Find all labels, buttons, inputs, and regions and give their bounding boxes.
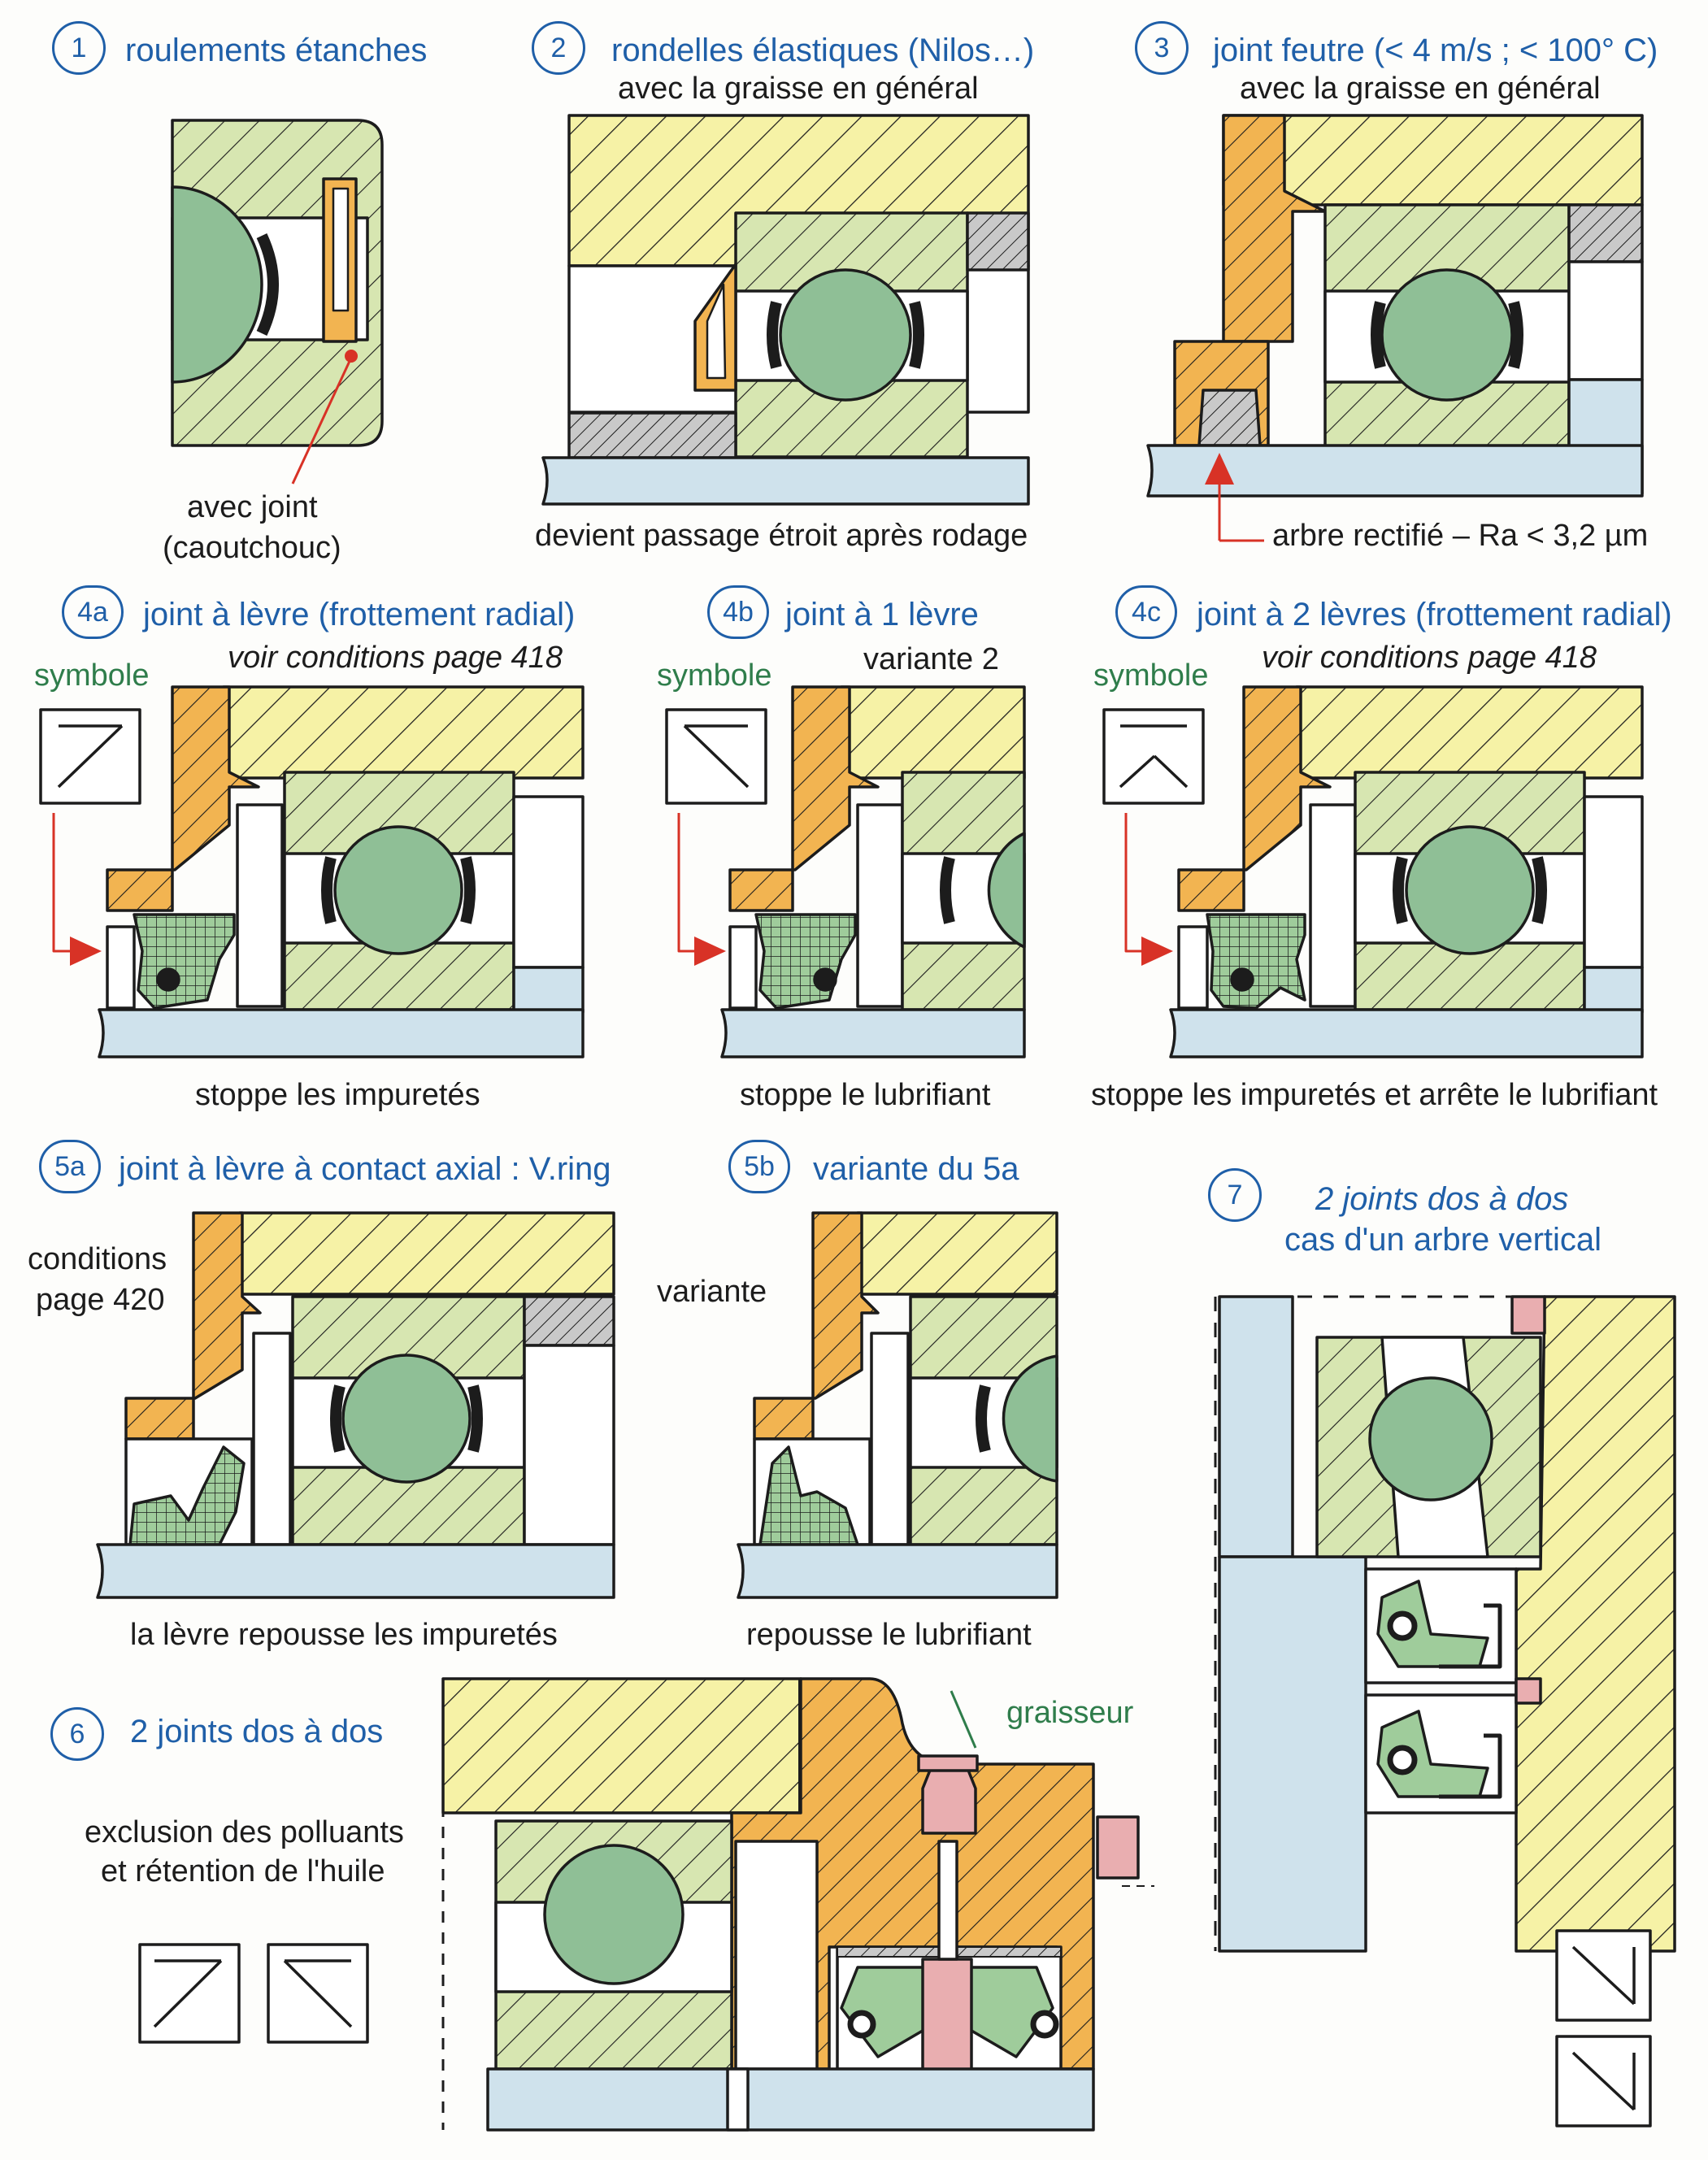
- panel-badge: 1: [52, 21, 106, 75]
- note-text: avec joint: [187, 490, 318, 524]
- panel-caption: repousse le lubrifiant: [746, 1618, 1032, 1652]
- symbol-label: symbole: [34, 658, 150, 693]
- panel-badge: 4c: [1115, 585, 1177, 639]
- note-text: variante: [657, 1275, 767, 1309]
- panel-5b-drawing: [737, 1211, 1058, 1599]
- panel-6-drawing: [441, 1677, 1154, 2132]
- panel-title: 2 joints dos à dos: [1315, 1181, 1569, 1217]
- lubricator-label: graisseur: [1006, 1696, 1134, 1730]
- panel-caption: la lèvre repousse les impuretés: [130, 1618, 558, 1652]
- panel-badge: 3: [1135, 21, 1189, 75]
- panel-title: joint à 1 lèvre: [785, 597, 979, 632]
- panel-title: joint à lèvre (frottement radial): [143, 597, 576, 632]
- note-text: conditions: [28, 1242, 167, 1276]
- panel-4b-drawing: [665, 685, 1026, 1058]
- panel-subtitle: cas d'un arbre vertical: [1284, 1222, 1602, 1258]
- note-text: (caoutchouc): [163, 531, 341, 565]
- note-text: page 420: [36, 1283, 165, 1317]
- panel-4a-drawing: [39, 685, 585, 1058]
- panel-7-symbols: [1555, 1929, 1652, 2127]
- panel-badge: 2: [532, 21, 585, 75]
- panel-subtitle: variante 2: [863, 642, 999, 676]
- panel-caption: stoppe le lubrifiant: [740, 1078, 991, 1112]
- panel-4c-drawing: [1102, 685, 1644, 1058]
- panel-title: joint à 2 lèvres (frottement radial): [1197, 597, 1672, 632]
- panel-6-symbols: [138, 1943, 369, 2044]
- panel-subtitle: avec la graisse en général: [618, 72, 979, 106]
- panel-badge: 5a: [39, 1140, 101, 1193]
- panel-badge: 4a: [62, 585, 124, 639]
- panel-2-drawing: [541, 114, 1030, 506]
- panel-title: 2 joints dos à dos: [130, 1714, 384, 1749]
- panel-badge: 7: [1208, 1168, 1262, 1222]
- panel-caption: devient passage étroit après rodage: [535, 519, 1028, 553]
- symbol-label: symbole: [1093, 658, 1209, 693]
- symbol-label: symbole: [657, 658, 772, 693]
- panel-title: rondelles élastiques (Nilos…): [611, 33, 1035, 68]
- panel-subtitle: avec la graisse en général: [1240, 72, 1601, 106]
- panel-7-drawing: [1214, 1295, 1676, 1953]
- note-text: exclusion des polluants: [85, 1815, 404, 1849]
- panel-badge: 4b: [707, 585, 769, 639]
- panel-subtitle: voir conditions page 418: [228, 641, 563, 675]
- panel-1-drawing: [171, 119, 384, 485]
- panel-5a-drawing: [96, 1211, 615, 1599]
- panel-title: joint à lèvre à contact axial : V.ring: [119, 1151, 611, 1187]
- panel-3-drawing: [1146, 114, 1644, 542]
- panel-title: variante du 5a: [813, 1151, 1019, 1187]
- panel-subtitle: voir conditions page 418: [1262, 641, 1597, 675]
- panel-caption: stoppe les impuretés: [195, 1078, 480, 1112]
- panel-title: roulements étanches: [125, 33, 428, 68]
- panel-caption: stoppe les impuretés et arrête le lubrif…: [1091, 1078, 1658, 1112]
- panel-badge: 5b: [728, 1140, 790, 1193]
- note-text: et rétention de l'huile: [101, 1854, 385, 1888]
- panel-title: joint feutre (< 4 m/s ; < 100° C): [1213, 33, 1658, 68]
- panel-caption: arbre rectifié – Ra < 3,2 µm: [1272, 519, 1649, 553]
- panel-badge: 6: [50, 1707, 104, 1761]
